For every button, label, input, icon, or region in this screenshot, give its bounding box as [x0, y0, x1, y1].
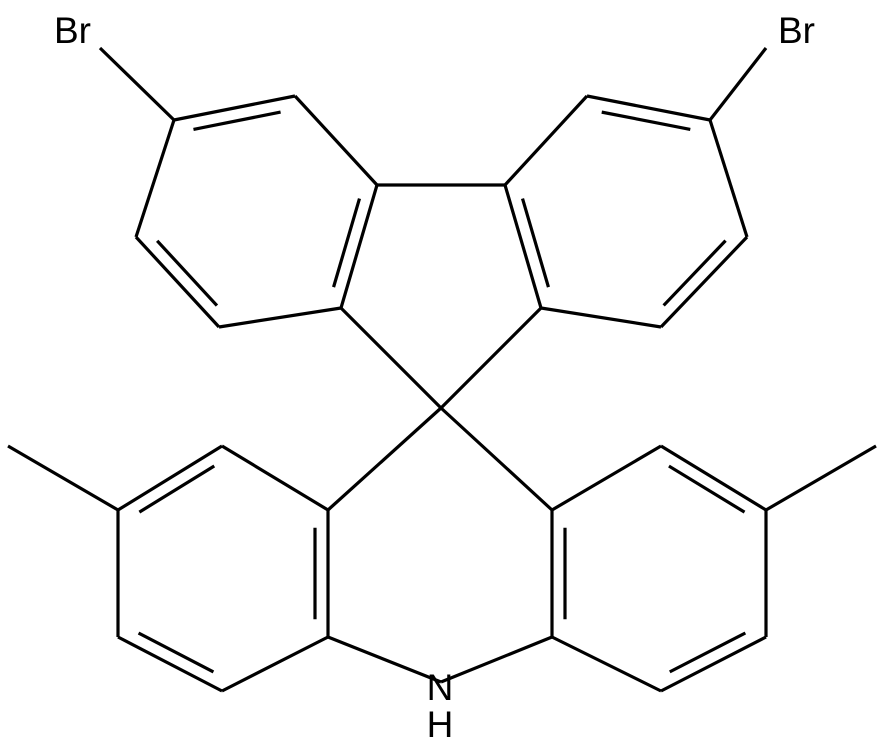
- bond-group: [7, 46, 877, 693]
- bond-F5a-R4: [503, 94, 589, 187]
- bond-R3-BrR: [708, 47, 768, 121]
- bond-C9-A8a: [439, 406, 554, 512]
- bond-A6-A5: [660, 635, 767, 693]
- bond-L8-F9a: [218, 306, 342, 329]
- bond-C9-F8a: [439, 306, 543, 410]
- bond-R2-R1: [659, 235, 749, 329]
- bond-A2-MeL: [7, 444, 119, 512]
- bond-inner-A3-A4: [137, 631, 215, 674]
- bond-R1-F8a: [540, 306, 662, 329]
- bond-inner-A6-A5: [669, 631, 747, 674]
- bond-A5-A10a: [551, 635, 662, 693]
- bond-inner-L5-L6: [193, 110, 281, 131]
- bond-N-A10a: [440, 635, 553, 684]
- bond-C9-A9a: [326, 406, 443, 512]
- bond-A7-MeR: [765, 444, 877, 512]
- bond-A1-A2: [117, 444, 223, 512]
- bond-A8-A7: [660, 444, 767, 512]
- bond-F4b-L5: [293, 94, 379, 187]
- atom-label-br-right: Br: [778, 10, 815, 51]
- bond-inner-R2-R1: [662, 239, 727, 307]
- bond-L6-L7: [134, 119, 176, 238]
- bond-inner-A1-A2: [138, 464, 216, 514]
- bond-A8a-A8: [551, 444, 662, 512]
- bond-inner-R4-R3: [601, 110, 691, 131]
- bond-inner-L7-L8: [156, 239, 219, 307]
- bond-L7-L8: [134, 235, 221, 329]
- bond-A4-A4a: [221, 635, 329, 693]
- bond-L5-L6: [173, 94, 296, 122]
- bond-inner-F5a-F8a: [520, 198, 550, 288]
- bond-F9a-F4b: [339, 184, 379, 309]
- bond-A9a-A1: [221, 444, 329, 512]
- atom-label-n: N: [427, 667, 454, 708]
- atom-label-br-left: Br: [54, 10, 91, 51]
- bond-A4a-N: [327, 635, 442, 684]
- bond-F5a-F8a: [503, 184, 543, 309]
- bond-L6-BrL: [98, 46, 176, 122]
- atom-label-h: H: [427, 704, 454, 745]
- bond-A3-A4: [117, 635, 223, 693]
- bond-inner-A8-A7: [668, 464, 746, 514]
- bond-R4-R3: [586, 94, 711, 122]
- bond-C9-F9a: [339, 306, 443, 410]
- bond-R3-R2: [708, 119, 749, 238]
- bond-inner-F9a-F4b: [332, 198, 362, 288]
